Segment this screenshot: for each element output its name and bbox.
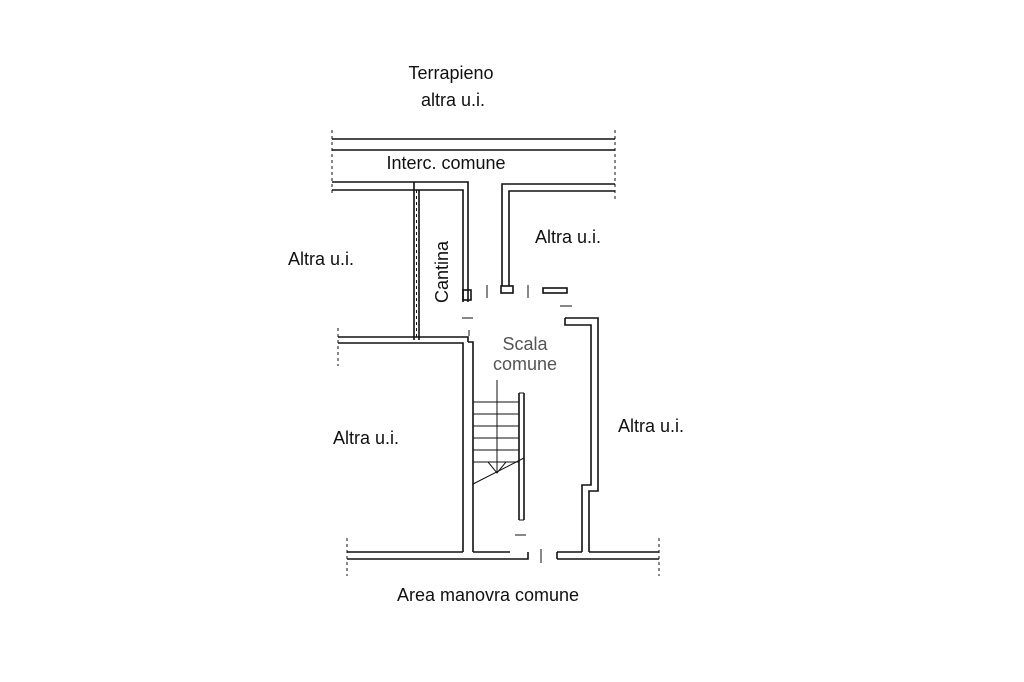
corridor-bottom-wall-left-inner: [332, 189, 464, 302]
cantina-label: Cantina: [432, 240, 452, 303]
corridor-bottom-wall-left-outer: [332, 181, 469, 302]
right-wall-inner: [564, 318, 592, 552]
cantina-partition: [413, 182, 420, 340]
area-manovra-label: Area manovra comune: [397, 585, 579, 605]
door-mark-3: [542, 287, 568, 294]
corridor-wall-end-left: [462, 289, 472, 301]
corridor-wall-end: [500, 285, 514, 294]
middle-wall-inner: [338, 342, 464, 552]
scala-label: Scala: [502, 334, 548, 354]
altra-ui-left-lower-label: Altra u.i.: [333, 428, 399, 448]
corridor-walls: [331, 130, 616, 302]
right-wall-outer: [565, 317, 599, 552]
staircase: [472, 380, 525, 521]
interc-comune-label: Interc. comune: [386, 153, 505, 173]
middle-walls: [337, 328, 474, 552]
stair-direction-arrow-icon: [486, 461, 508, 474]
bottom-wall-left-inner: [347, 552, 529, 560]
corridor-bottom-wall-right-inner: [508, 190, 615, 286]
altra-ui-right-lower-label: Altra u.i.: [618, 416, 684, 436]
labels: Terrapieno altra u.i. Interc. comune Alt…: [288, 63, 684, 605]
comune-label: comune: [493, 354, 557, 374]
corridor-bottom-wall-right-outer: [501, 183, 615, 286]
stair-left-wall: [468, 341, 474, 552]
middle-wall-outer: [338, 336, 469, 342]
door-marks: [462, 285, 572, 336]
altra-ui-right-upper-label: Altra u.i.: [535, 227, 601, 247]
right-block-walls: [564, 317, 599, 552]
terrapieno-label: Terrapieno: [408, 63, 493, 83]
bottom-walls: [346, 534, 660, 576]
altra-ui-top-label: altra u.i.: [421, 90, 485, 110]
altra-ui-left-upper-label: Altra u.i.: [288, 249, 354, 269]
